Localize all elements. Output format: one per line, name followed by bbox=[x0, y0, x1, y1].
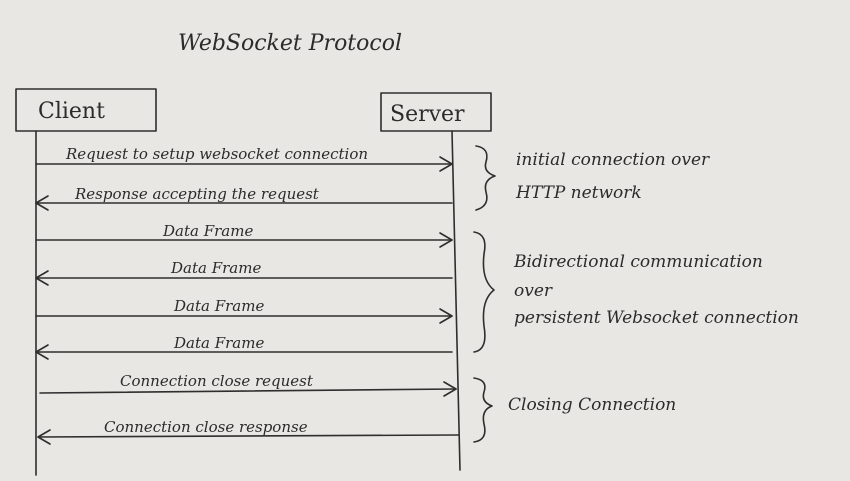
message-label: Request to setup websocket connection bbox=[65, 145, 368, 163]
client-box bbox=[15, 88, 157, 132]
arrowhead bbox=[35, 344, 49, 360]
note-line: HTTP network bbox=[515, 183, 642, 203]
brace-initial-connection bbox=[475, 145, 496, 211]
message-arrow bbox=[37, 434, 459, 438]
arrowhead bbox=[35, 195, 49, 211]
note-line: Closing Connection bbox=[508, 395, 676, 415]
message-4: Data Frame bbox=[35, 259, 453, 286]
note-closing: Closing Connection bbox=[508, 395, 676, 415]
server-box bbox=[380, 92, 492, 132]
message-label: Response accepting the request bbox=[74, 185, 320, 203]
message-3: Data Frame bbox=[35, 222, 453, 248]
message-2: Response accepting the request bbox=[35, 185, 453, 211]
message-1: Request to setup websocket connection bbox=[35, 145, 453, 172]
arrowhead bbox=[439, 232, 453, 248]
server-actor: Server bbox=[380, 92, 492, 132]
client-label: Client bbox=[38, 99, 105, 124]
arrowhead bbox=[439, 156, 453, 172]
note-line: over bbox=[514, 281, 553, 301]
message-label: Connection close response bbox=[104, 418, 308, 436]
server-lifeline bbox=[451, 130, 461, 471]
message-arrow bbox=[39, 388, 457, 394]
server-label: Server bbox=[390, 102, 465, 127]
arrowhead bbox=[35, 270, 49, 286]
note-initial-connection: initial connection over HTTP network bbox=[515, 150, 710, 203]
arrowhead bbox=[439, 308, 453, 324]
note-line: Bidirectional communication bbox=[513, 252, 763, 272]
note-bidirectional: Bidirectional communication over persist… bbox=[513, 252, 799, 328]
message-8: Connection close response bbox=[37, 418, 459, 445]
message-label: Data Frame bbox=[170, 259, 261, 277]
message-label: Connection close request bbox=[120, 372, 314, 390]
message-label: Data Frame bbox=[162, 222, 253, 240]
message-5: Data Frame bbox=[35, 297, 453, 324]
arrowhead bbox=[443, 381, 457, 397]
client-actor: Client bbox=[15, 88, 157, 132]
message-7: Connection close request bbox=[39, 372, 457, 397]
brace-bidirectional bbox=[473, 231, 495, 353]
note-line: persistent Websocket connection bbox=[514, 308, 799, 328]
brace-closing bbox=[473, 377, 493, 443]
message-label: Data Frame bbox=[173, 334, 264, 352]
message-6: Data Frame bbox=[35, 334, 453, 360]
arrowhead bbox=[37, 429, 51, 445]
message-label: Data Frame bbox=[173, 297, 264, 315]
note-line: initial connection over bbox=[516, 150, 710, 170]
diagram-title: WebSocket Protocol bbox=[178, 31, 402, 56]
